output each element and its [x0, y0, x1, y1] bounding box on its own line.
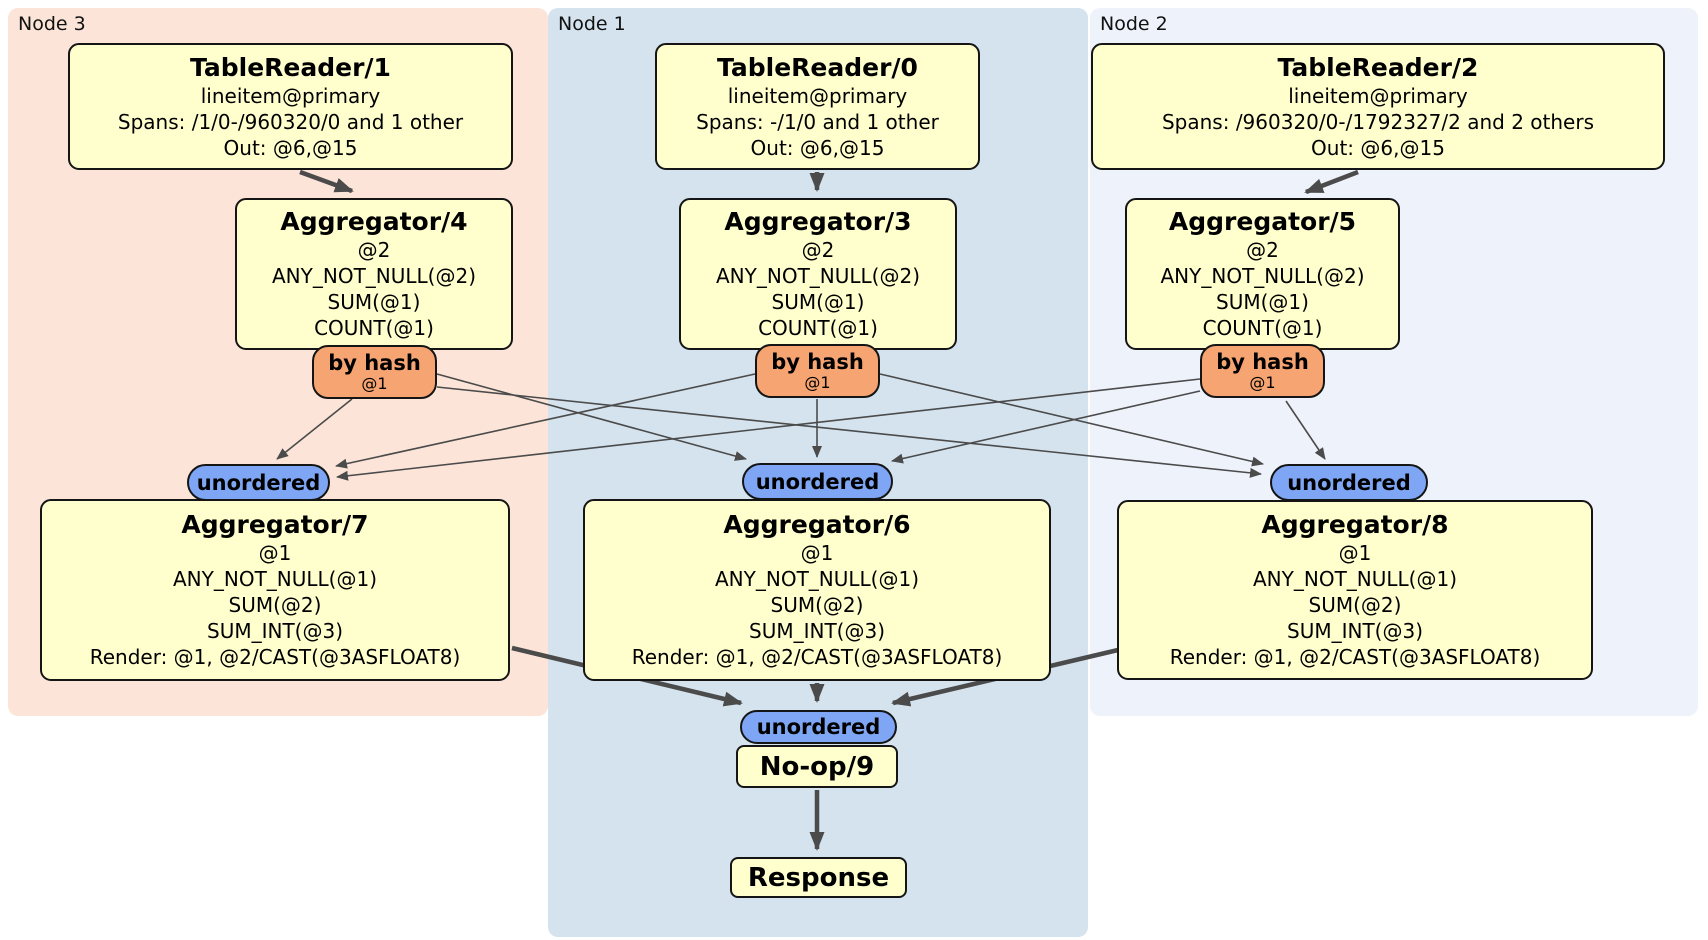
processor-agg-fn: SUM(@2) [1308, 593, 1402, 617]
processor-agg-fn: SUM_INT(@3) [749, 619, 885, 643]
processor-spans: Spans: -/1/0 and 1 other [696, 109, 939, 134]
processor-index: lineitem@primary [1288, 83, 1468, 108]
processor-title: TableReader/0 [717, 52, 918, 82]
panel-label-node-1: Node 1 [558, 13, 626, 35]
processor-title: TableReader/2 [1277, 52, 1479, 82]
processor-aggregator-8: Aggregator/8 @1 ANY_NOT_NULL(@1) SUM(@2)… [1117, 500, 1593, 680]
processor-spans: Spans: /1/0-/960320/0 and 1 other [117, 109, 464, 134]
processor-agg-fn: ANY_NOT_NULL(@1) [1253, 567, 1457, 591]
processor-agg-fn: SUM(@2) [770, 593, 864, 617]
processor-group-cols: @1 [1338, 541, 1372, 565]
processor-title: Aggregator/7 [181, 510, 369, 539]
panel-label-node-2: Node 2 [1100, 13, 1168, 35]
processor-group-cols: @2 [801, 238, 835, 262]
processor-index: lineitem@primary [200, 83, 381, 108]
processor-out: Out: @6,@15 [1311, 135, 1445, 160]
processor-title: Aggregator/5 [1168, 207, 1357, 236]
processor-aggregator-7: Aggregator/7 @1 ANY_NOT_NULL(@1) SUM(@2)… [40, 499, 510, 681]
edge-hash5-sync6 [891, 390, 1201, 464]
processor-group-cols: @1 [258, 541, 292, 565]
processor-group-cols: @2 [357, 238, 391, 262]
edge-hash5-sync8 [1285, 400, 1326, 460]
processor-tablereader-0: TableReader/0 lineitem@primary Spans: -/… [655, 43, 980, 170]
processor-agg-fn: SUM(@1) [1216, 290, 1309, 314]
processor-render: Render: @1, @2/CAST(@3ASFLOAT8) [631, 645, 1003, 669]
processor-agg-fn: ANY_NOT_NULL(@1) [173, 567, 377, 591]
processor-aggregator-5: Aggregator/5 @2 ANY_NOT_NULL(@2) SUM(@1)… [1125, 198, 1400, 350]
router-stream: @1 [361, 373, 388, 393]
processor-render: Render: @1, @2/CAST(@3ASFLOAT8) [89, 645, 461, 669]
processor-spans: Spans: /960320/0-/1792327/2 and 2 others [1161, 109, 1594, 134]
router-stream: @1 [1249, 372, 1276, 392]
node-response: Response [730, 857, 907, 898]
edge-hash3-sync7 [335, 373, 756, 469]
sync-unordered-8: unordered [1270, 464, 1428, 501]
processor-group-cols: @2 [1246, 238, 1279, 262]
router-by-hash-5: by hash @1 [1200, 344, 1325, 398]
sync-label: unordered [1287, 470, 1411, 495]
processor-agg-fn: SUM_INT(@3) [1287, 619, 1423, 643]
router-label: by hash [771, 349, 864, 374]
processor-title: Response [747, 862, 890, 893]
processor-agg-fn: ANY_NOT_NULL(@2) [716, 264, 920, 288]
edge-hash3-sync8 [879, 373, 1264, 467]
edge-tablereader2-aggregator5 [1304, 169, 1359, 195]
processor-index: lineitem@primary [727, 83, 908, 108]
sync-label: unordered [756, 715, 881, 739]
processor-title: No-op/9 [759, 751, 875, 782]
processor-agg-fn: ANY_NOT_NULL(@2) [272, 264, 476, 288]
sync-unordered-6: unordered [742, 463, 893, 500]
processor-agg-fn: SUM(@1) [771, 290, 865, 314]
router-label: by hash [328, 350, 421, 375]
processor-title: Aggregator/3 [724, 207, 912, 236]
processor-agg-fn: SUM_INT(@3) [207, 619, 343, 643]
processor-aggregator-6: Aggregator/6 @1 ANY_NOT_NULL(@1) SUM(@2)… [583, 499, 1051, 681]
edge-hash4-sync7 [276, 398, 353, 460]
processor-agg-fn: ANY_NOT_NULL(@1) [715, 567, 919, 591]
sync-unordered-7: unordered [187, 464, 330, 501]
processor-render: Render: @1, @2/CAST(@3ASFLOAT8) [1169, 645, 1541, 669]
edge-hash4-sync6 [436, 373, 747, 461]
processor-agg-fn: COUNT(@1) [758, 316, 878, 340]
router-stream: @1 [804, 372, 831, 392]
router-by-hash-3: by hash @1 [755, 344, 880, 398]
sync-label: unordered [196, 470, 321, 495]
processor-title: Aggregator/8 [1261, 510, 1449, 539]
processor-tablereader-2: TableReader/2 lineitem@primary Spans: /9… [1091, 43, 1665, 170]
router-label: by hash [1216, 349, 1309, 374]
processor-noop-9: No-op/9 [736, 745, 898, 788]
edge-tablereader1-aggregator4 [299, 169, 354, 194]
edge-hash4-sync8 [436, 386, 1262, 478]
processor-tablereader-1: TableReader/1 lineitem@primary Spans: /1… [68, 43, 513, 170]
processor-agg-fn: COUNT(@1) [314, 316, 434, 340]
processor-out: Out: @6,@15 [750, 135, 885, 160]
processor-aggregator-3: Aggregator/3 @2 ANY_NOT_NULL(@2) SUM(@1)… [679, 198, 957, 350]
processor-out: Out: @6,@15 [223, 135, 358, 160]
processor-title: TableReader/1 [190, 52, 391, 82]
processor-agg-fn: SUM(@2) [228, 593, 322, 617]
router-by-hash-4: by hash @1 [312, 345, 437, 399]
processor-agg-fn: ANY_NOT_NULL(@2) [1160, 264, 1365, 288]
processor-aggregator-4: Aggregator/4 @2 ANY_NOT_NULL(@2) SUM(@1)… [235, 198, 513, 350]
processor-agg-fn: COUNT(@1) [1202, 316, 1323, 340]
sync-label: unordered [755, 469, 880, 494]
processor-group-cols: @1 [800, 541, 834, 565]
processor-title: Aggregator/6 [723, 510, 911, 539]
edge-hash5-sync7 [336, 378, 1201, 481]
panel-label-node-3: Node 3 [18, 13, 86, 35]
processor-title: Aggregator/4 [280, 207, 468, 236]
sync-unordered-9: unordered [740, 710, 897, 744]
processor-agg-fn: SUM(@1) [327, 290, 421, 314]
